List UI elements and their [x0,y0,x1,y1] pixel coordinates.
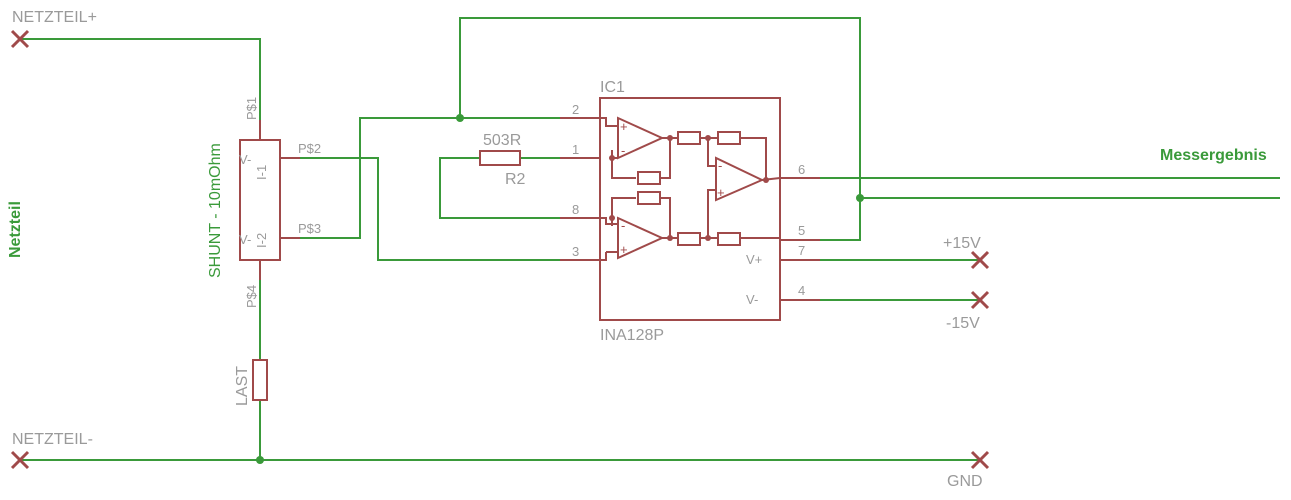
messergebnis-label: Messergebnis [1160,147,1267,164]
r2-resistor [479,150,521,166]
shunt-resistor [239,120,300,280]
gnd-label: GND [947,473,983,490]
junction-dot [856,194,864,202]
ic-pin-8: 8 [572,202,579,217]
plus15-marker [970,250,990,270]
svg-text:-: - [621,218,625,233]
ic-name-label: IC1 [600,79,625,96]
ic-pin-1: 1 [572,142,579,157]
load-resistor [252,359,268,401]
gnd-marker [970,450,990,470]
ic-pin-7: 7 [798,243,805,258]
ic-pin-2: 2 [572,102,579,117]
ic-pin-4: 4 [798,283,805,298]
netzteil-minus-marker [10,450,30,470]
shunt-pin-v1: V- [239,152,251,167]
labels: NETZTEIL+ NETZTEIL- Netzteil SHUNT - 10m… [7,9,1267,490]
vplus-label: V+ [746,252,762,267]
shunt-label: SHUNT - 10mOhm [207,143,224,278]
plus15-label: +15V [943,235,981,252]
junction-dot [456,114,464,122]
last-label: LAST [234,366,251,406]
vminus-label: V- [746,292,758,307]
ic1-ina128p: + - - + - + [560,97,820,321]
ic-pin-5: 5 [798,223,805,238]
supply-markers [10,29,990,470]
minus15-label: -15V [946,315,980,332]
svg-text:+: + [717,185,725,200]
ic-part-label: INA128P [600,327,664,344]
svg-text:+: + [620,242,628,257]
svg-text:-: - [621,143,625,158]
svg-text:+: + [620,119,628,134]
shunt-pin-p1: P$1 [244,97,259,120]
shunt-pin-v2: V- [239,232,251,247]
ic-pin-3: 3 [572,244,579,259]
r2-value-label: 503R [483,132,521,149]
r2-name-label: R2 [505,171,526,188]
netzteil-plus-marker [10,29,30,49]
shunt-pin-i2: I-2 [254,233,269,248]
ic-pin-6: 6 [798,162,805,177]
junctions [256,114,864,464]
shunt-pin-p3: P$3 [298,221,321,236]
netzteil-label: Netzteil [7,201,24,258]
svg-text:-: - [718,158,722,173]
junction-dot [256,456,264,464]
shunt-pin-p2: P$2 [298,141,321,156]
minus15-marker [970,290,990,310]
netzteil-minus-label: NETZTEIL- [12,431,93,448]
shunt-pin-i1: I-1 [254,165,269,180]
netzteil-plus-label: NETZTEIL+ [12,9,97,26]
shunt-pin-p4: P$4 [244,285,259,308]
